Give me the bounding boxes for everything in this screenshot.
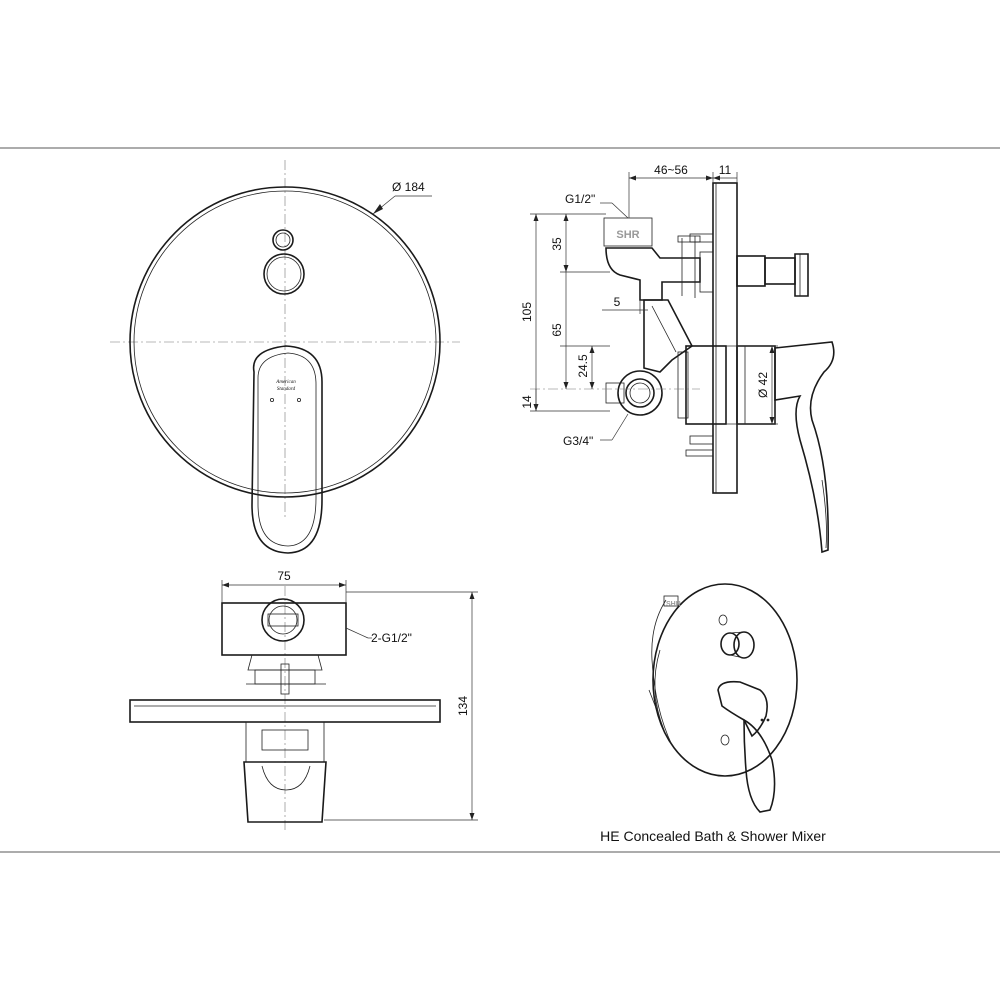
bottom-view: 75 2-G1/2" 134 xyxy=(129,569,478,830)
diverter-knob xyxy=(263,253,305,295)
label-65: 65 xyxy=(550,323,564,337)
side-lever-handle xyxy=(774,341,835,554)
label-24-5: 24.5 xyxy=(576,354,590,378)
label-134: 134 xyxy=(456,696,470,716)
label-diameter-42: Ø 42 xyxy=(756,372,770,398)
lever-handle xyxy=(251,345,323,554)
bottom-diverter-ring xyxy=(261,598,305,642)
label-35: 35 xyxy=(550,237,564,251)
bottom-body xyxy=(221,602,347,656)
drawing-caption: HE Concealed Bath & Shower Mixer xyxy=(600,828,826,844)
side-diverter-knob xyxy=(764,257,796,285)
iso-lever-handle xyxy=(743,718,776,813)
label-46-56: 46~56 xyxy=(654,163,688,177)
brand-logo-line2: Standard xyxy=(277,387,296,392)
label-11: 11 xyxy=(719,163,732,177)
valve-body xyxy=(685,345,727,425)
side-cover-plate xyxy=(712,182,738,494)
iso-diverter-knob xyxy=(733,631,755,659)
inlet-ring xyxy=(617,370,663,416)
bottom-lever xyxy=(243,761,327,823)
label-2-g12: 2-G1/2" xyxy=(371,631,412,645)
label-75: 75 xyxy=(277,569,291,583)
label-5: 5 xyxy=(614,295,621,309)
brand-logo-line1: American xyxy=(275,380,296,385)
iso-cover-plate xyxy=(652,583,798,777)
cover-plate-outline xyxy=(129,186,441,498)
isometric-view: SHR xyxy=(648,583,798,813)
upper-outlet-body xyxy=(605,247,701,301)
label-g34: G3/4" xyxy=(563,434,593,448)
label-105: 105 xyxy=(520,302,534,322)
label-g12-top: G1/2" xyxy=(565,192,595,206)
front-view: American Standard Ø 184 xyxy=(110,160,460,554)
iso-shr: SHR xyxy=(666,601,681,608)
label-shr: SHR xyxy=(616,229,639,241)
label-14: 14 xyxy=(520,395,534,409)
diverter-small-ring xyxy=(272,229,294,251)
label-diameter-184: Ø 184 xyxy=(392,180,425,194)
side-view: SHR xyxy=(520,163,835,554)
